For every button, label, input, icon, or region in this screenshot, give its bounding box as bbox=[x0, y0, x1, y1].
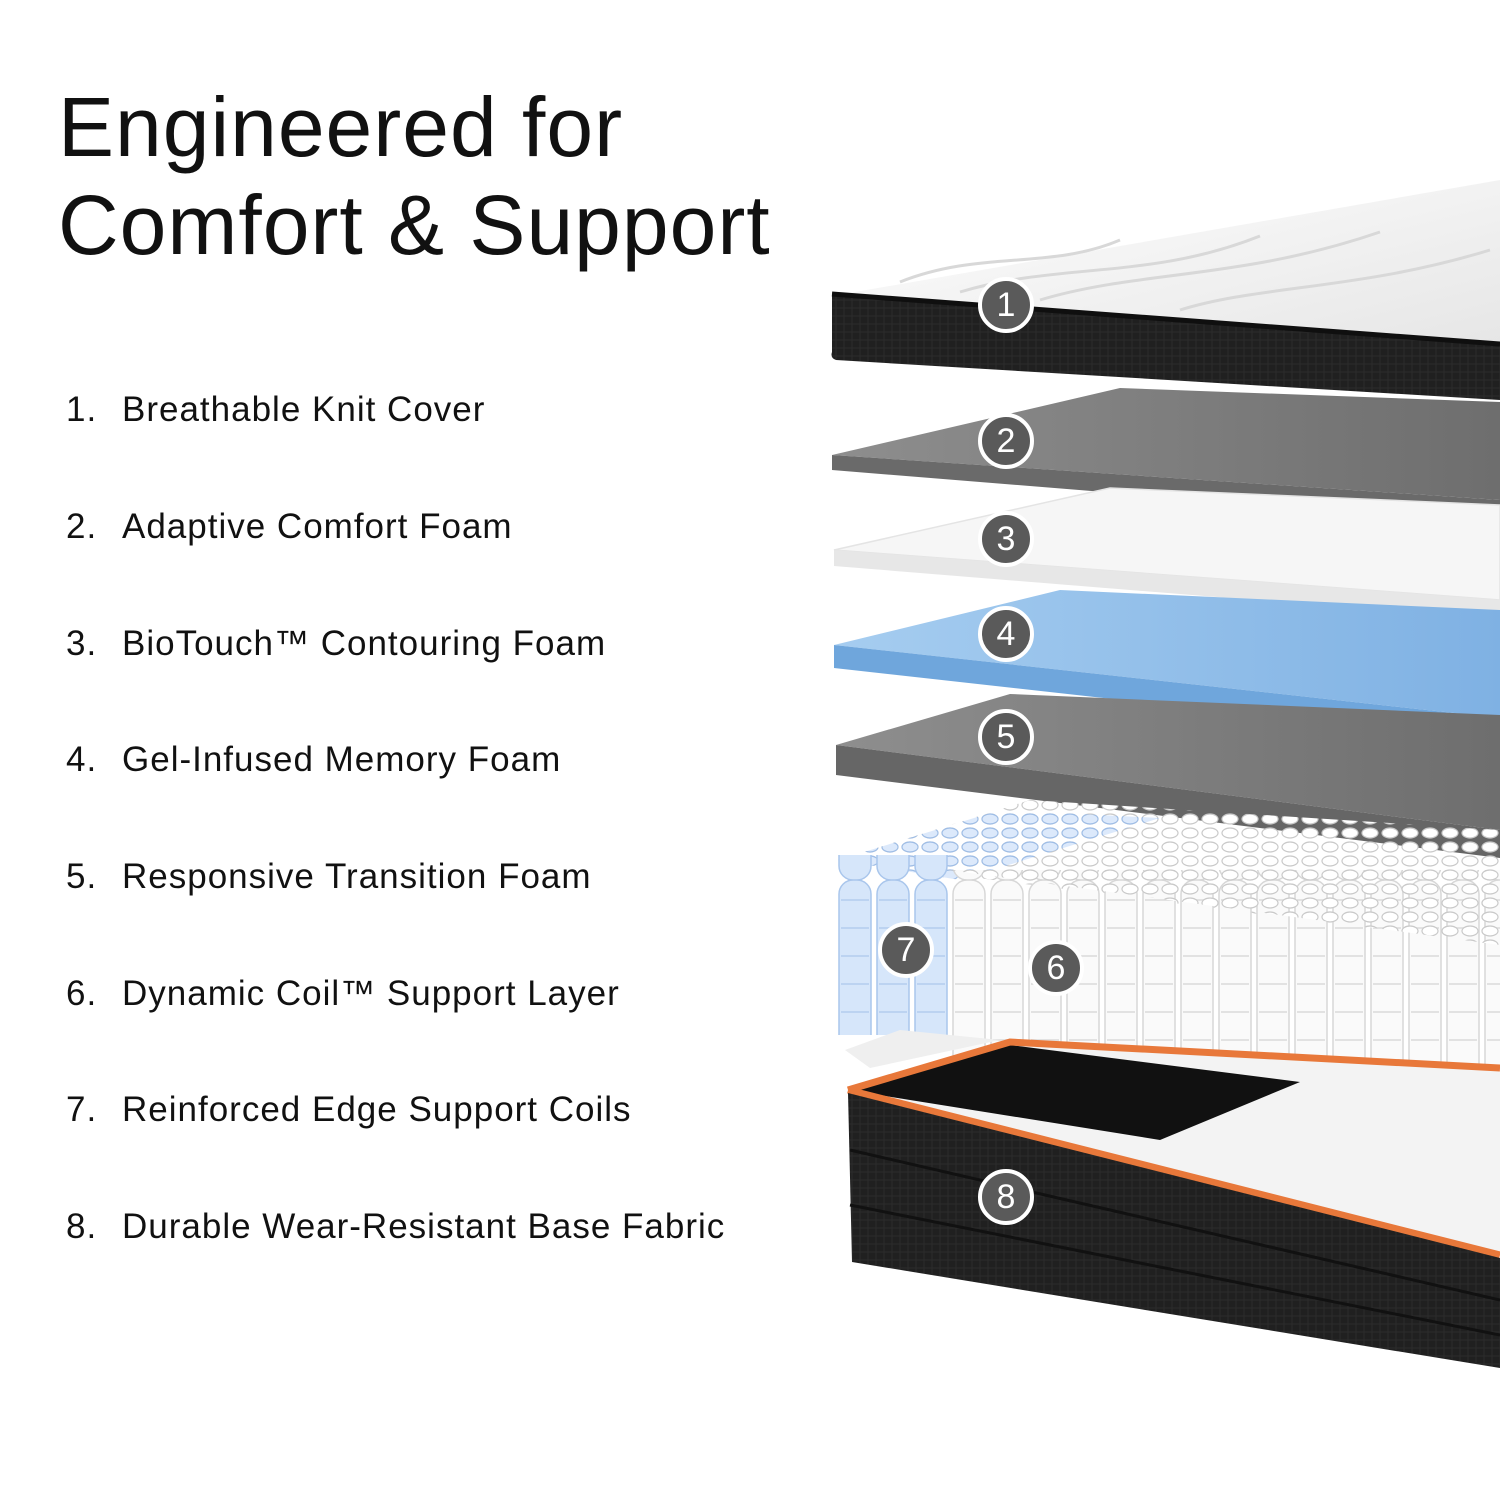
layer-number: 5. bbox=[66, 857, 98, 896]
layer-label: Durable Wear-Resistant Base Fabric bbox=[122, 1207, 726, 1246]
layer-item-8: 8. Durable Wear-Resistant Base Fabric bbox=[66, 1205, 725, 1249]
layer-number: 1. bbox=[66, 390, 98, 429]
headline-line-1: Engineered for bbox=[58, 80, 624, 174]
layer-label: Breathable Knit Cover bbox=[122, 390, 486, 429]
layer-label: Adaptive Comfort Foam bbox=[122, 507, 513, 546]
badge-2-text: 2 bbox=[997, 422, 1016, 460]
badge-8: 8 bbox=[978, 1169, 1034, 1225]
badge-4-text: 4 bbox=[997, 615, 1016, 653]
layer-8-base bbox=[847, 1038, 1500, 1368]
layer-number: 4. bbox=[66, 740, 98, 779]
layer-number: 7. bbox=[66, 1090, 98, 1129]
layer-label: Dynamic Coil™ Support Layer bbox=[122, 974, 620, 1013]
badge-1-text: 1 bbox=[997, 286, 1016, 324]
badge-3-text: 3 bbox=[997, 520, 1016, 558]
badge-8-text: 8 bbox=[997, 1178, 1016, 1216]
layer-label: Gel-Infused Memory Foam bbox=[122, 740, 562, 779]
headline: Engineered for Comfort & Support bbox=[58, 78, 771, 274]
badge-3: 3 bbox=[978, 511, 1034, 567]
headline-line-2: Comfort & Support bbox=[58, 178, 771, 272]
layer-item-3: 3. BioTouch™ Contouring Foam bbox=[66, 622, 606, 666]
layer-1-knit-cover bbox=[831, 180, 1500, 400]
layer-number: 2. bbox=[66, 507, 98, 546]
layer-label: Reinforced Edge Support Coils bbox=[122, 1090, 632, 1129]
badge-1: 1 bbox=[978, 277, 1034, 333]
badge-6: 6 bbox=[1028, 940, 1084, 996]
layer-number: 3. bbox=[66, 624, 98, 663]
layer-item-5: 5. Responsive Transition Foam bbox=[66, 855, 592, 899]
layer-number: 6. bbox=[66, 974, 98, 1013]
layer-label: Responsive Transition Foam bbox=[122, 857, 592, 896]
badge-7-text: 7 bbox=[897, 931, 916, 969]
layer-number: 8. bbox=[66, 1207, 98, 1246]
badge-6-text: 6 bbox=[1047, 949, 1066, 987]
badge-4: 4 bbox=[978, 606, 1034, 662]
layer-label: BioTouch™ Contouring Foam bbox=[122, 624, 607, 663]
layer-item-6: 6. Dynamic Coil™ Support Layer bbox=[66, 972, 620, 1016]
badge-5-text: 5 bbox=[997, 718, 1016, 756]
layer-item-7: 7. Reinforced Edge Support Coils bbox=[66, 1088, 632, 1132]
badge-5: 5 bbox=[978, 709, 1034, 765]
layer-item-2: 2. Adaptive Comfort Foam bbox=[66, 505, 513, 549]
badge-7: 7 bbox=[878, 922, 934, 978]
layer-item-1: 1. Breathable Knit Cover bbox=[66, 388, 485, 432]
layer-item-4: 4. Gel-Infused Memory Foam bbox=[66, 738, 561, 782]
badge-2: 2 bbox=[978, 413, 1034, 469]
